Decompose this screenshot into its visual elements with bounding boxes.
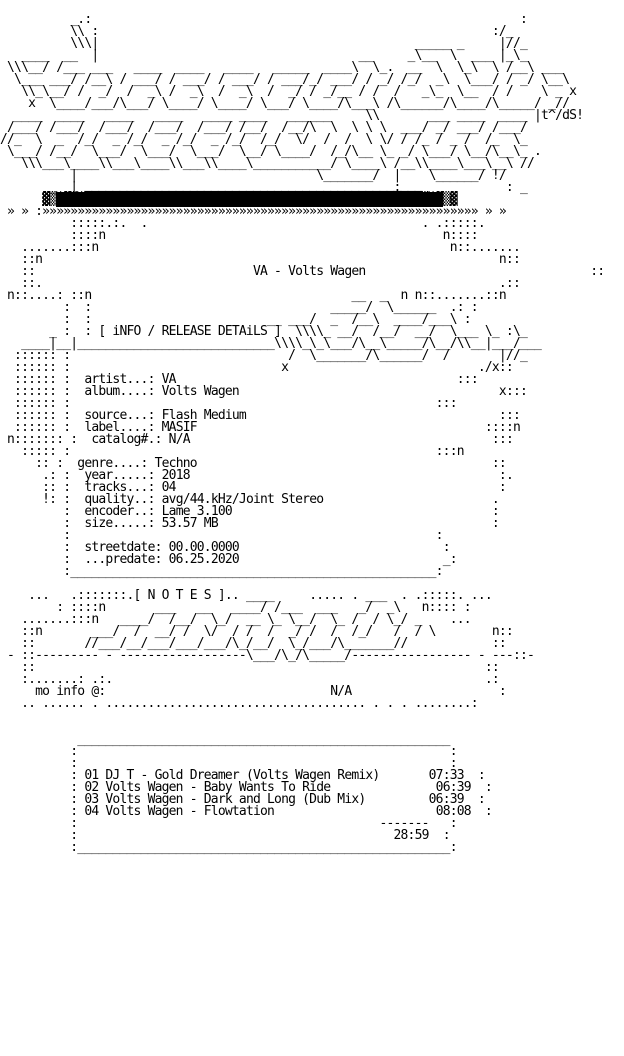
total-time: 28:59 [393,828,430,843]
detail-album: album....: Volts Wagen [84,384,239,399]
ascii-logo: _.: : \\ : :/_ \\\| [0,12,584,195]
track-2: 02 Volts Wagen - Baby Wants To Ride 06:3… [84,780,471,795]
detail-encoder: encoder..: Lame 3.100 [84,504,232,519]
detail-streetdate: streetdate: 00.00.0000 [84,540,239,555]
detail-quality: quality..: avg/44.kHz/Joint Stereo [84,492,324,507]
detail-source: source...: Flash Medium [84,408,246,423]
detail-label: label....: MASIF [84,420,197,435]
header-band: ▓▒░▓▒░██████████████████████████████████… [0,192,458,207]
detail-artist: artist...: VA [84,372,176,387]
nfo-document: _.: : \\ : :/_ \\\| [0,12,605,855]
info-heading: [ iNFO / RELEASE DETAiLS ] [98,324,282,339]
detail-genre: genre....: Techno [77,456,197,471]
track-4: 04 Volts Wagen - Flowtation 08:08 [84,804,471,819]
detail-year: year.....: 2018 [84,468,190,483]
detail-tracks: tracks...: 04 [84,480,176,495]
notes-mo-info: mo info @: N/A [35,684,352,699]
release-title: VA - Volts Wagen [252,264,366,279]
notes-heading: [ N O T E S ] [133,588,226,603]
track-1: 01 DJ T - Gold Dreamer (Volts Wagen Remi… [84,768,464,783]
detail-predate: ...predate: 06.25.2020 [84,552,239,567]
total-separator: ------- [379,816,429,831]
detail-catalog: catalog#.: N/A [91,432,190,447]
track-3: 03 Volts Wagen - Dark and Long (Dub Mix)… [84,792,464,807]
detail-size: size.....: 53.57 MB [84,516,218,531]
